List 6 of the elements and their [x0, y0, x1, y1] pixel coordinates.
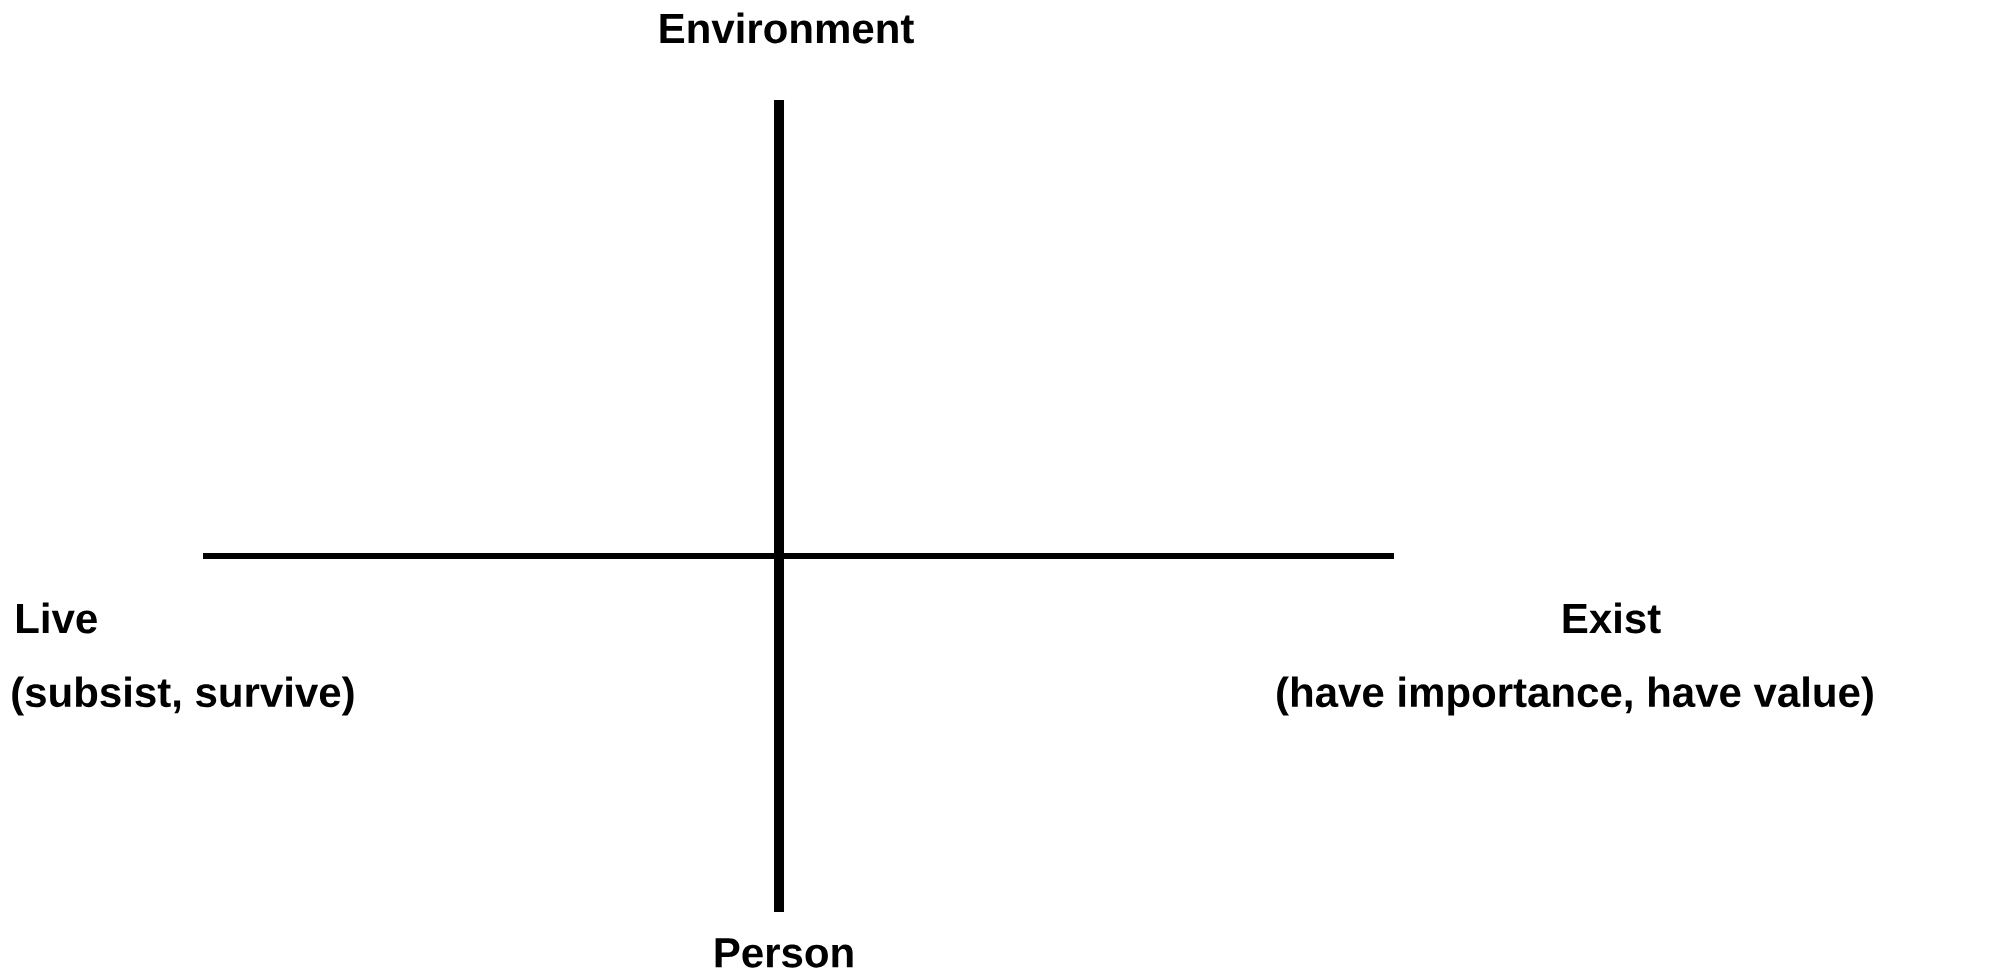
axis-label: Person [715, 938, 853, 968]
axis-description: (have importance, have value) [1277, 676, 1873, 716]
axis-description: (subsist, survive) [12, 676, 354, 716]
axis-label: Live [17, 602, 97, 634]
axis-label: Exist [1563, 602, 1661, 634]
axis-label: Environment [660, 12, 914, 44]
